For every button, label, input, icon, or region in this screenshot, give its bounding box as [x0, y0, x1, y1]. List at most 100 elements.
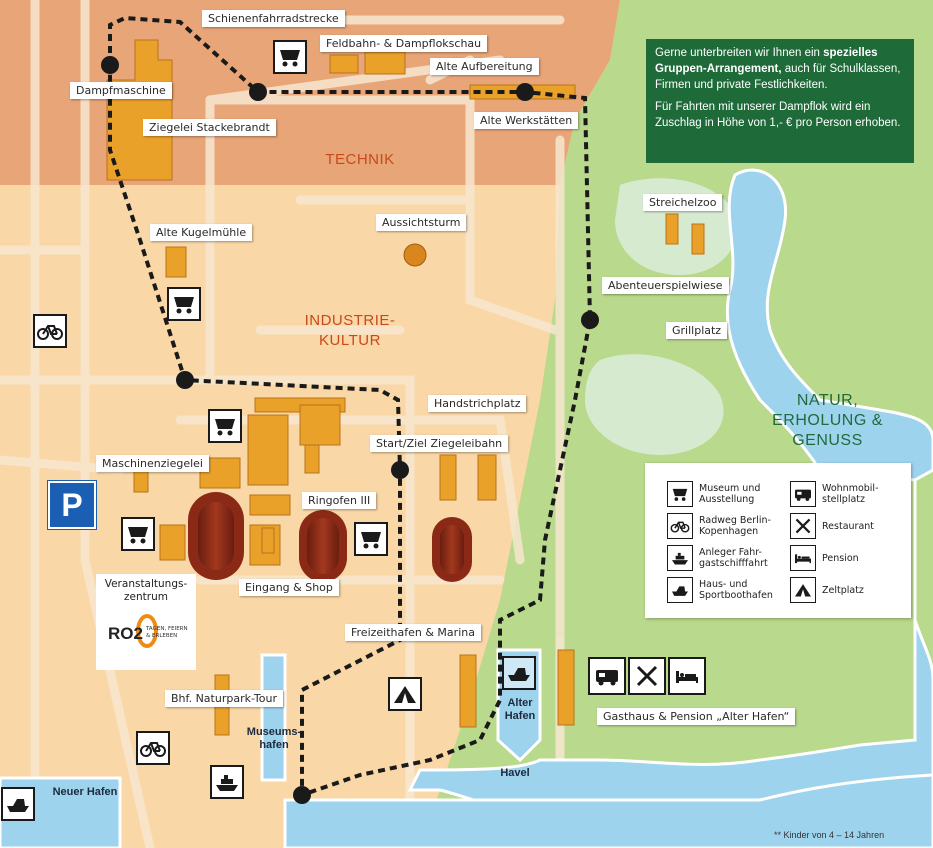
label-schienenfahrradstrecke[interactable]: Schienenfahrradstrecke	[202, 10, 345, 27]
label-dampfmaschine[interactable]: Dampfmaschine	[70, 82, 172, 99]
label-museumshafen: Museums- hafen	[244, 726, 304, 752]
bicycle-icon[interactable]	[33, 314, 67, 348]
railway-route	[108, 15, 593, 798]
camper-icon	[790, 481, 816, 507]
cart-icon[interactable]	[273, 40, 307, 74]
buildings	[106, 39, 705, 736]
label-neuer-hafen: Neuer Hafen	[52, 786, 118, 798]
legend-line1: Museum und	[699, 483, 761, 494]
restaurant-icon	[790, 513, 816, 539]
water	[0, 168, 933, 848]
zone-natur-line1: NATUR,	[796, 392, 859, 409]
veranstaltungszentrum-card[interactable]: Veranstaltungs- zentrum RO2 TAGEN, FEIER…	[96, 574, 196, 670]
legend-text: Anleger Fahr-gastschifffahrt	[699, 547, 768, 569]
bicycle-icon[interactable]	[136, 731, 170, 765]
ferry-icon	[667, 545, 693, 571]
label-alte-kugelmuehle[interactable]: Alte Kugelmühle	[150, 224, 253, 241]
bed-icon[interactable]	[668, 657, 706, 695]
legend-text: Zeltplatz	[822, 584, 864, 596]
label-feldbahn[interactable]: Feldbahn- & Dampflokschau	[320, 35, 488, 52]
label-handstrichplatz[interactable]: Handstrichplatz	[428, 395, 527, 412]
cart-icon[interactable]	[121, 517, 155, 551]
info-text-a: Gerne unterbreiten wir Ihnen ein	[655, 47, 824, 59]
ro2-ring-icon	[136, 614, 158, 648]
boat-icon[interactable]	[502, 656, 536, 690]
label-maschinenziegelei[interactable]: Maschinenziegelei	[96, 455, 209, 472]
cart-icon[interactable]	[167, 287, 201, 321]
label-gasthaus[interactable]: Gasthaus & Pension „Alter Hafen“	[597, 708, 796, 725]
tent-icon[interactable]	[388, 677, 422, 711]
legend-item-anleger: Anleger Fahr-gastschifffahrt	[667, 545, 768, 571]
label-grillplatz[interactable]: Grillplatz	[666, 322, 728, 339]
cart-icon[interactable]	[354, 522, 388, 556]
info-box: Gerne unterbreiten wir Ihnen ein speziel…	[646, 39, 914, 163]
label-abenteuerspielwiese[interactable]: Abenteuerspielwiese	[602, 277, 729, 294]
museumshafen-line1: Museums-	[246, 726, 302, 738]
label-ringofen[interactable]: Ringofen III	[302, 492, 377, 509]
legend-item-radweg: Radweg Berlin-Kopenhagen	[667, 513, 771, 539]
kilns	[188, 492, 472, 582]
legend-line2: gastschifffahrt	[699, 558, 768, 569]
boat-icon	[667, 577, 693, 603]
label-aussichtsturm[interactable]: Aussichtsturm	[376, 214, 467, 231]
label-bhf-naturpark[interactable]: Bhf. Naturpark-Tour	[165, 690, 284, 707]
veranstaltungszentrum-label: Veranstaltungs- zentrum	[96, 578, 196, 604]
label-streichelzoo[interactable]: Streichelzoo	[643, 194, 723, 211]
zone-industrie-line2: KULTUR	[319, 332, 381, 349]
legend-text: Radweg Berlin-Kopenhagen	[699, 515, 771, 537]
alter-hafen-line2: Hafen	[504, 710, 536, 722]
ro2-logo: RO2	[108, 624, 143, 643]
info-text-bold: spezielles Gruppen-Arrangement,	[655, 47, 878, 75]
legend-line2: Ausstellung	[699, 494, 755, 505]
label-alter-hafen: Alter Hafen	[495, 697, 545, 723]
boat-icon[interactable]	[1, 787, 35, 821]
label-eingang[interactable]: Eingang & Shop	[239, 579, 339, 596]
legend-text: Restaurant	[822, 520, 875, 532]
zone-natur-line2: ERHOLUNG & GENUSS	[772, 412, 883, 449]
label-freizeithafen[interactable]: Freizeithafen & Marina	[345, 624, 481, 641]
zone-natur: NATUR, ERHOLUNG & GENUSS	[735, 391, 920, 451]
legend-item-pension: Pension	[790, 545, 859, 571]
veranstaltung-line2: zentrum	[124, 591, 168, 603]
legend-item-restaurant: Restaurant	[790, 513, 874, 539]
info-paragraph-1: Gerne unterbreiten wir Ihnen ein speziel…	[655, 45, 905, 93]
alter-hafen-line1: Alter	[507, 697, 533, 709]
parking-sign[interactable]: P	[48, 481, 96, 529]
bicycle-icon	[667, 513, 693, 539]
cart-icon	[667, 481, 693, 507]
info-paragraph-2: Für Fahrten mit unserer Dampflok wird ei…	[655, 101, 901, 129]
cart-icon[interactable]	[208, 409, 242, 443]
ro2-tagline-line2: & ERLEBEN	[146, 633, 178, 639]
legend-text: Wohnmobil-stellplatz	[822, 483, 879, 505]
label-alte-werkstaetten[interactable]: Alte Werkstätten	[474, 112, 579, 129]
meadow-patch	[585, 354, 724, 455]
zone-industrie-line1: INDUSTRIE-	[304, 312, 396, 329]
label-alte-aufbereitung[interactable]: Alte Aufbereitung	[430, 58, 539, 75]
ro2-tagline-line1: TAGEN, FEIERN	[146, 626, 188, 632]
veranstaltung-line1: Veranstaltungs-	[104, 578, 188, 590]
legend-line1: Wohnmobil-	[822, 483, 879, 494]
legend-item-wohnmobil: Wohnmobil-stellplatz	[790, 481, 879, 507]
legend-line2: Sportboothafen	[699, 590, 773, 601]
info-text-c: auch für Schulklassen, Firmen und privat…	[655, 63, 901, 91]
ferry-icon[interactable]	[210, 765, 244, 799]
tower-shape	[403, 243, 427, 267]
legend-line2: stellplatz	[822, 494, 866, 505]
label-start-ziel[interactable]: Start/Ziel Ziegeleibahn	[370, 435, 509, 452]
zone-technik: TECHNIK	[325, 151, 395, 168]
restaurant-icon[interactable]	[628, 657, 666, 695]
ro2-tagline: TAGEN, FEIERN & ERLEBEN	[146, 626, 188, 640]
zone-industrie: INDUSTRIE- KULTUR	[300, 311, 400, 351]
legend-text: Pension	[822, 552, 859, 564]
footnote: ** Kinder von 4 – 14 Jahren	[774, 830, 885, 840]
camper-icon[interactable]	[588, 657, 626, 695]
legend-line1: Haus- und	[699, 579, 748, 590]
label-ziegelei-stackebrandt[interactable]: Ziegelei Stackebrandt	[143, 119, 276, 136]
bed-icon	[790, 545, 816, 571]
